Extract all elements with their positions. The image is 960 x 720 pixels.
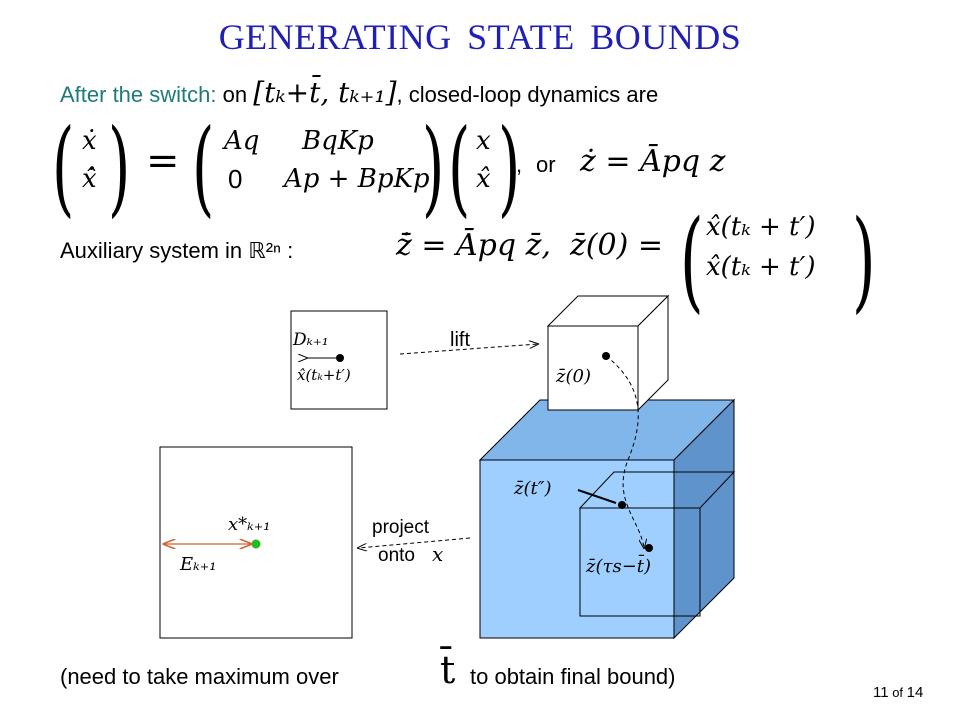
aux-label: Auxiliary system in ℝ²ⁿ :	[60, 238, 293, 264]
page-current: 11	[873, 684, 889, 701]
d-label: Dₖ₊₁	[292, 330, 329, 350]
page-of: of	[892, 685, 904, 700]
rhs-bot: x̂	[476, 164, 491, 194]
aux-system-label: Auxiliary system in ℝ²ⁿ	[60, 238, 282, 263]
aux-bracket-left: (	[680, 196, 704, 324]
z0-label: z̄(0)	[555, 366, 591, 387]
aux-dynamics: z̄̇ = Āpq z̄,	[396, 228, 551, 263]
xhat-label: x̂(tₖ+t′)	[297, 366, 351, 384]
zt-pointer	[577, 489, 617, 504]
aux-initial: z̄(0) =	[570, 228, 663, 263]
page-number: 11 of 14	[873, 684, 923, 701]
ztau-point	[645, 544, 653, 552]
comma: ,	[516, 152, 523, 177]
bracket-right-2: )	[422, 106, 445, 228]
closed-loop-equation: ( ) ẋ x̂̇ = ( ) Aq BqKp 0 Ap + BpKp ( ) …	[52, 106, 752, 228]
or-text: or	[536, 152, 556, 177]
bracket-left-1: (	[52, 106, 75, 228]
bracket-left-3: (	[448, 106, 471, 228]
aux-bracket-right: )	[852, 196, 876, 324]
aux-vec-bot: x̂(tₖ + t′)	[706, 252, 816, 282]
onto-var: x	[432, 542, 443, 566]
matrix-a12: BqKp	[302, 126, 374, 156]
after-switch-label: After the switch:	[60, 82, 217, 107]
footer-t: t̄	[440, 648, 456, 692]
lift-label: lift	[450, 329, 470, 351]
bracket-right-3: )	[498, 106, 521, 228]
e-label: Eₖ₊₁	[179, 554, 216, 575]
page-total: 14	[906, 684, 924, 701]
slide-title: GENERATING STATE BOUNDS	[218, 17, 742, 57]
xstar-label: x*ₖ₊₁	[228, 514, 270, 535]
big-cube-front	[479, 459, 675, 639]
ztau-label: z̄(τs−t̄)	[585, 553, 651, 577]
compact-equation: ż = Āpq z	[580, 144, 726, 179]
equals-sign: =	[146, 138, 180, 184]
footer-right: to obtain final bound)	[470, 664, 676, 689]
zt-point	[618, 501, 626, 509]
small-cube-front	[547, 325, 639, 411]
line-after-switch: After the switch: on [tₖ+t̄, tₖ₊₁], clos…	[60, 76, 658, 109]
closed-loop-text: , closed-loop dynamics are	[396, 82, 659, 107]
bracket-left-2: (	[192, 106, 215, 228]
onto-label: onto	[378, 545, 415, 566]
footer-left: (need to take maximum over	[60, 664, 339, 689]
bracket-right-1: )	[108, 106, 131, 228]
aux-colon: :	[287, 238, 294, 263]
rhs-top: x	[476, 126, 491, 156]
project-label: project	[372, 517, 430, 538]
lhs-top: ẋ	[82, 126, 97, 156]
time-interval: [tₖ+t̄, tₖ₊₁]	[253, 76, 397, 109]
lift-arrow	[399, 344, 538, 355]
z0-point	[602, 352, 610, 360]
xstar-point	[251, 539, 261, 549]
inner-cube-front	[579, 507, 701, 617]
aux-vec-top: x̂(tₖ + t′)	[706, 212, 816, 242]
matrix-a21: 0	[228, 164, 243, 194]
lhs-bot: x̂̇	[82, 164, 97, 194]
matrix-a11: Aq	[224, 126, 260, 156]
matrix-a22: Ap + BpKp	[284, 164, 430, 194]
project-arrow	[358, 537, 471, 548]
zt-label: z̄(t″)	[513, 478, 552, 499]
xhat-point	[336, 354, 344, 362]
on-text: on	[216, 82, 254, 107]
